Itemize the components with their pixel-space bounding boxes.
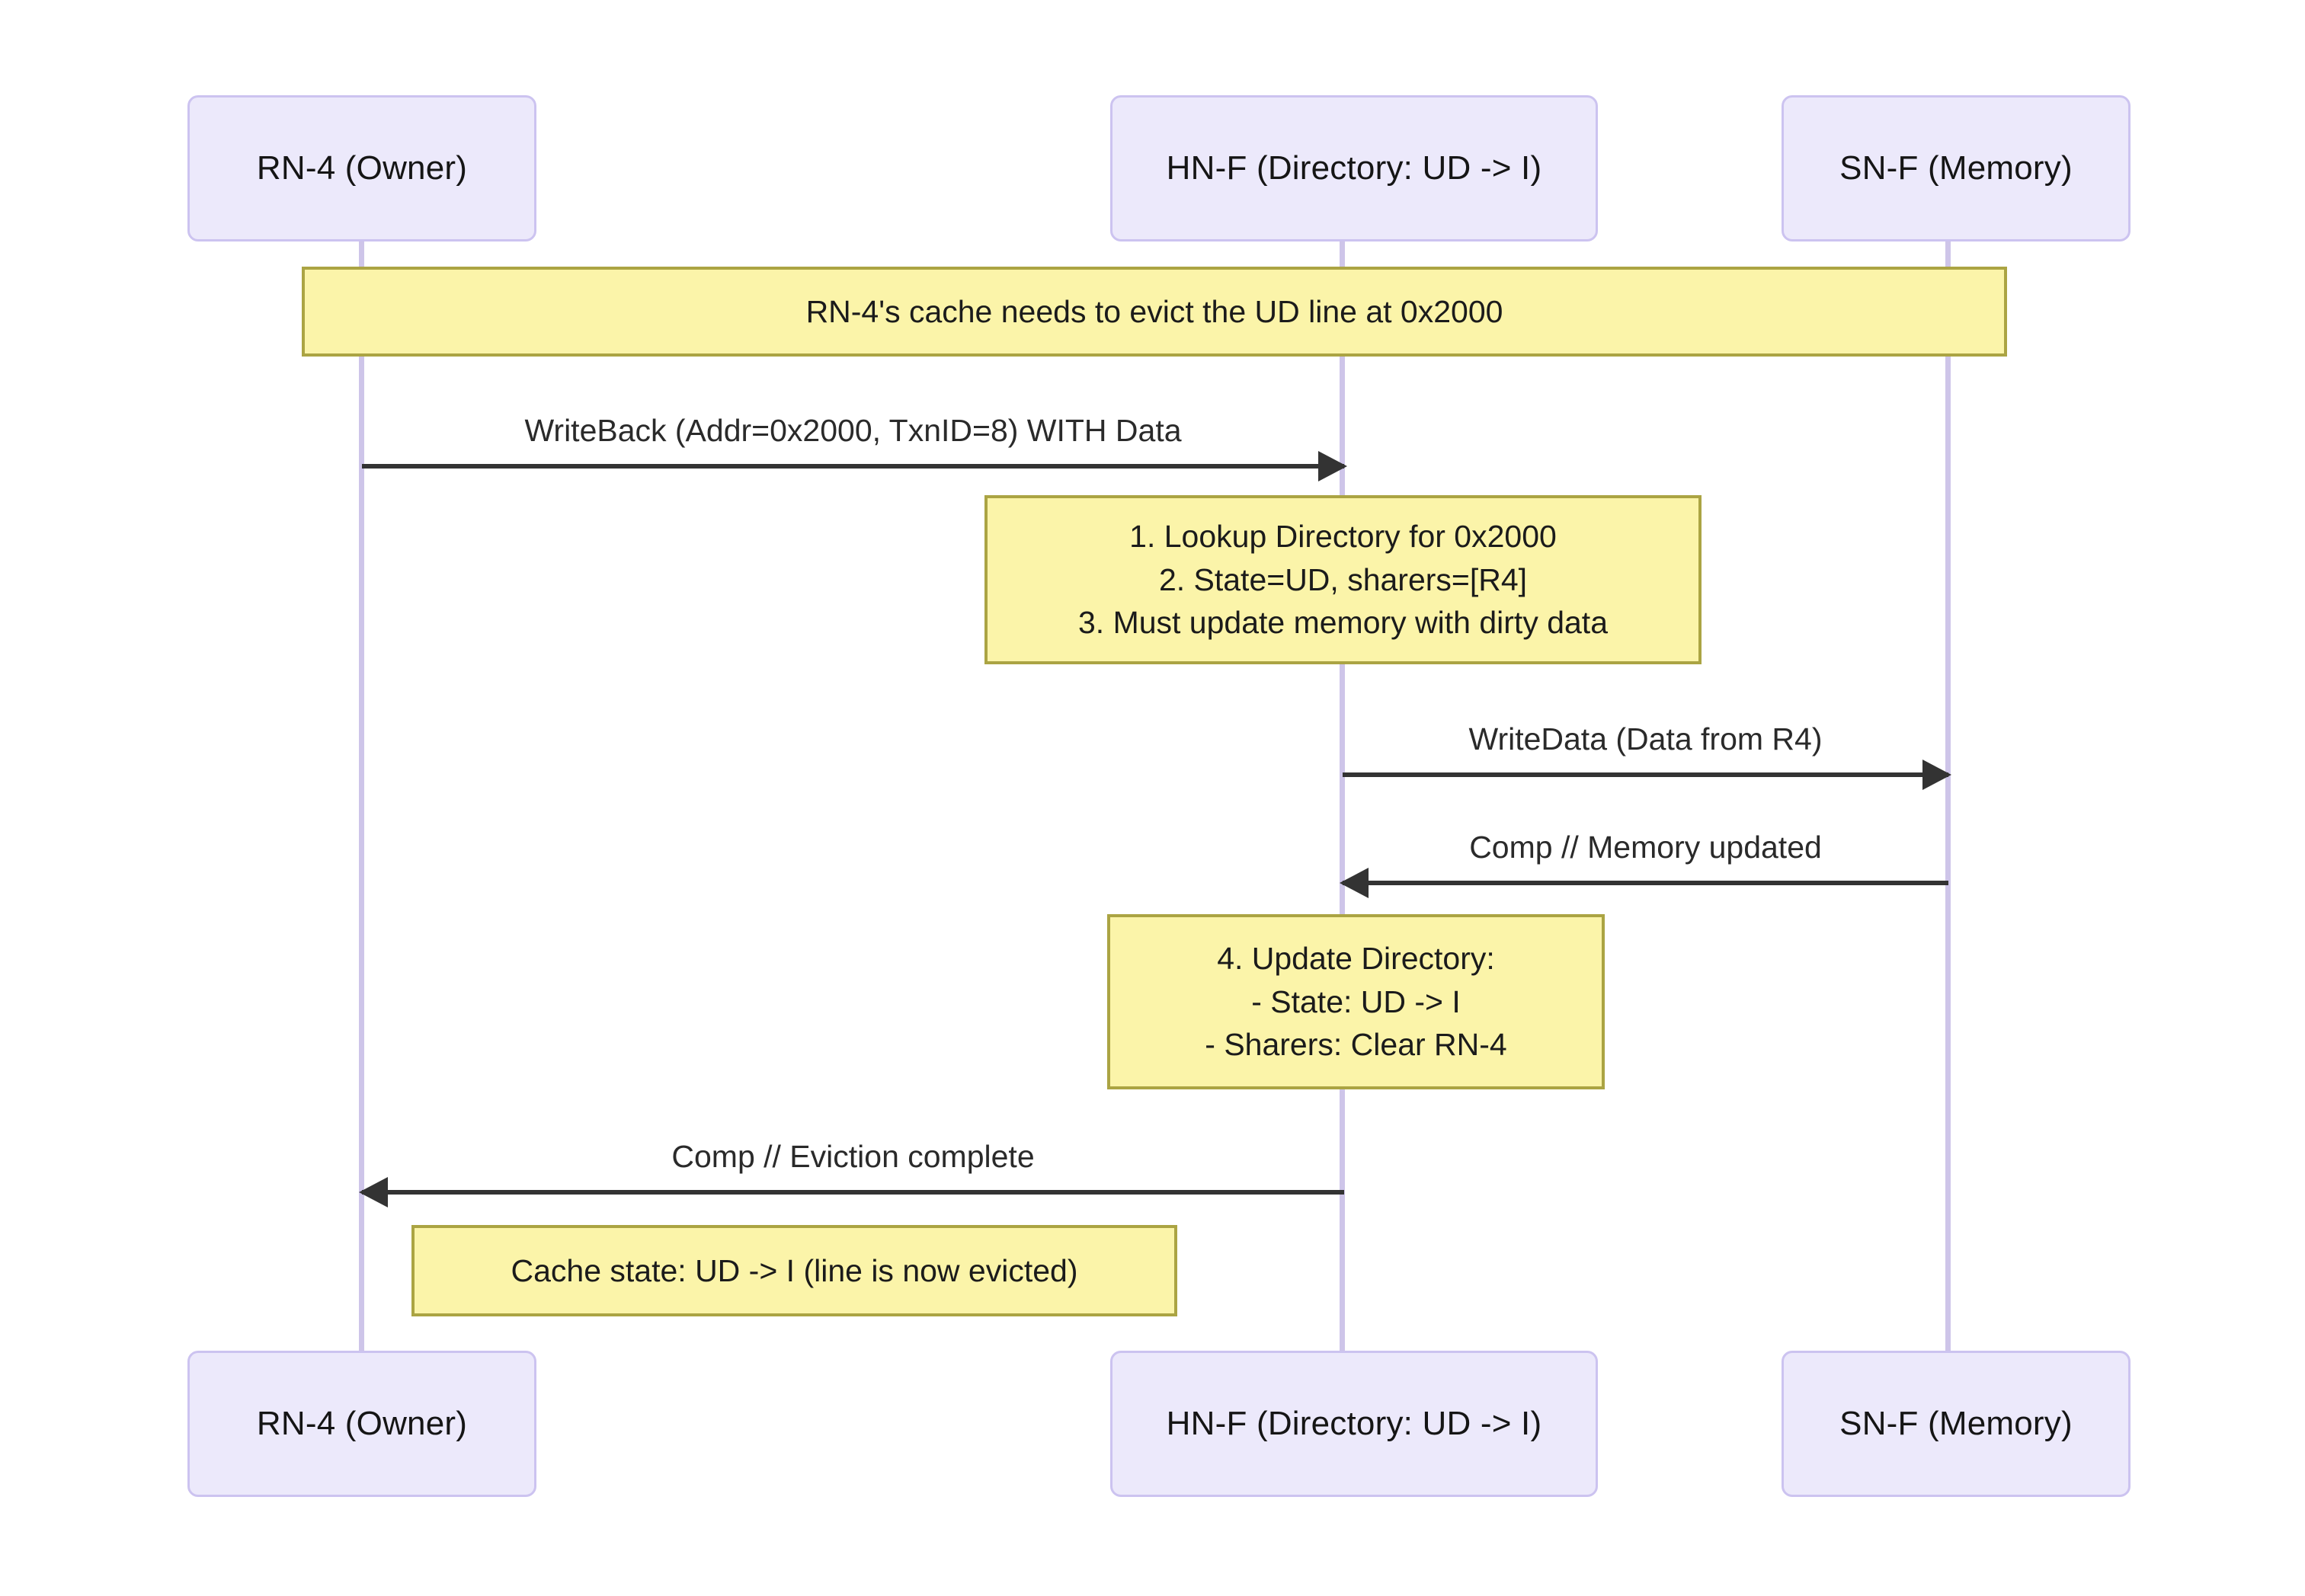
message-comp-eviction-line [362,1190,1344,1195]
participant-label-rn4-bottom: RN-4 (Owner) [256,1405,468,1442]
participant-box-hnf-top[interactable]: HN-F (Directory: UD -> I) [1110,95,1598,241]
message-writedata-label: WriteData (Data from R4) [1468,721,1823,756]
note-cache-state: Cache state: UD -> I (line is now evicte… [411,1225,1177,1316]
note-directory-lookup: 1. Lookup Directory for 0x2000 2. State=… [984,495,1702,664]
participant-box-snf-bottom[interactable]: SN-F (Memory) [1782,1351,2131,1497]
message-writedata-line [1343,772,1948,777]
message-comp-eviction-label: Comp // Eviction complete [671,1139,1035,1174]
participant-label-snf-top: SN-F (Memory) [1839,149,2073,187]
note-directory-lookup-line-1: 2. State=UD, sharers=[R4] [1158,561,1528,597]
arrowhead-left-icon [1340,868,1369,898]
arrowhead-right-icon [1922,760,1951,790]
lifeline-rn4 [359,240,364,1352]
participant-box-rn4-top[interactable]: RN-4 (Owner) [187,95,536,241]
participant-box-hnf-bottom[interactable]: HN-F (Directory: UD -> I) [1110,1351,1598,1497]
message-writeback-line [362,464,1344,469]
message-comp-memory-label: Comp // Memory updated [1469,830,1822,865]
note-directory-update-line-1: - State: UD -> I [1251,984,1461,1019]
lifeline-hnf [1340,240,1345,1352]
message-comp-memory-line [1343,881,1948,885]
note-cache-state-line-0: Cache state: UD -> I (line is now evicte… [511,1252,1078,1288]
lifeline-snf [1945,240,1951,1352]
note-evict-trigger-line-0: RN-4's cache needs to evict the UD line … [805,293,1503,329]
participant-label-hnf-top: HN-F (Directory: UD -> I) [1166,149,1542,187]
participant-box-snf-top[interactable]: SN-F (Memory) [1782,95,2131,241]
note-directory-lookup-line-0: 1. Lookup Directory for 0x2000 [1129,519,1557,555]
message-writeback-label: WriteBack (Addr=0x2000, TxnID=8) WITH Da… [524,413,1182,448]
participant-label-hnf-bottom: HN-F (Directory: UD -> I) [1166,1405,1542,1442]
arrowhead-left-icon [359,1177,388,1207]
note-directory-update-line-0: 4. Update Directory: [1217,941,1495,977]
note-directory-update: 4. Update Directory: - State: UD -> I - … [1107,914,1605,1089]
note-directory-update-line-2: - Sharers: Clear RN-4 [1205,1027,1507,1063]
arrowhead-right-icon [1318,451,1347,481]
participant-box-rn4-bottom[interactable]: RN-4 (Owner) [187,1351,536,1497]
participant-label-snf-bottom: SN-F (Memory) [1839,1405,2073,1442]
participant-label-rn4-top: RN-4 (Owner) [256,149,468,187]
note-directory-lookup-line-2: 3. Must update memory with dirty data [1077,605,1609,641]
note-evict-trigger: RN-4's cache needs to evict the UD line … [302,267,2007,357]
